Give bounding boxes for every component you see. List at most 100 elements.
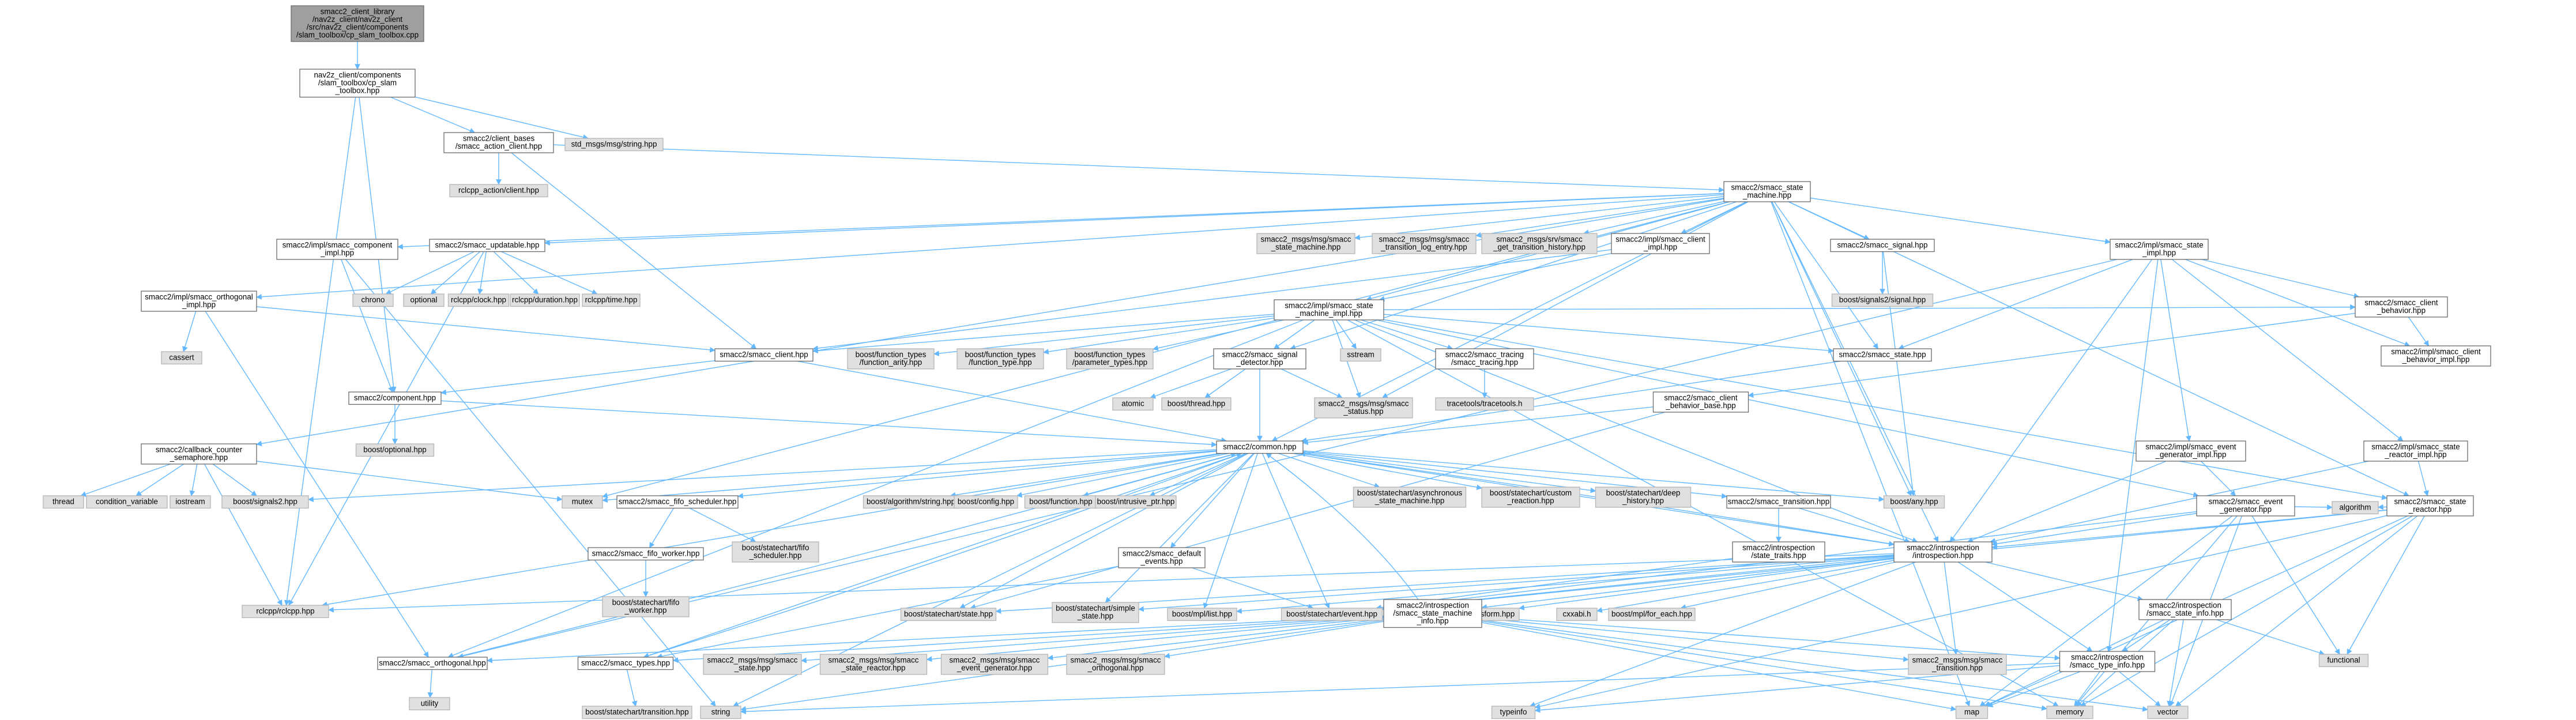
node-default-events[interactable]: smacc2/smacc_default_events.hpp (1118, 547, 1206, 568)
node-tracetools[interactable]: tracetools/tracetools.h (1435, 397, 1534, 411)
node-orthogonal[interactable]: smacc2/smacc_orthogonal.hpp (377, 657, 488, 670)
node-rclcpp-action[interactable]: rclcpp_action/client.hpp (449, 184, 548, 198)
node-client-impl[interactable]: smacc2/impl/smacc_client_impl.hpp (1611, 233, 1710, 254)
node-root[interactable]: smacc2_client_library/nav2z_client/nav2z… (291, 5, 424, 42)
node-sc-fifo-sched[interactable]: boost/statechart/fifo_scheduler.hpp (732, 541, 819, 563)
node-cassert[interactable]: cassert (161, 351, 202, 365)
node-vector[interactable]: vector (2147, 706, 2189, 719)
node-rclcpp-duration[interactable]: rclcpp/duration.hpp (510, 293, 580, 307)
node-msg-evgen[interactable]: smacc2_msgs/msg/smacc_event_generator.hp… (940, 654, 1049, 675)
edge-layer (80, 42, 2430, 715)
node-action-client[interactable]: smacc2/client_bases/smacc_action_client.… (443, 132, 554, 153)
node-rclcpp-hpp[interactable]: rclcpp/rclcpp.hpp (242, 605, 329, 619)
node-label: _get_transition_history.hpp (1493, 243, 1585, 251)
node-functional[interactable]: functional (2318, 654, 2369, 668)
node-mutex[interactable]: mutex (562, 495, 603, 509)
node-msg-transition[interactable]: smacc2_msgs/msg/smacc_transition.hpp (1908, 654, 2007, 675)
edge-common-to-sc-custom (1293, 453, 1482, 491)
node-sc-async[interactable]: boost/statechart/asynchronous_state_mach… (1353, 487, 1467, 508)
node-component-impl[interactable]: smacc2/impl/smacc_component_impl.hpp (276, 239, 398, 260)
node-msg-log[interactable]: smacc2_msgs/msg/smacc_transition_log_ent… (1372, 233, 1477, 254)
node-client-behavior-impl[interactable]: smacc2/impl/smacc_client_behavior_impl.h… (2381, 345, 2491, 367)
node-sc-custom[interactable]: boost/statechart/custom_reaction.hpp (1481, 487, 1580, 508)
node-msg-sm[interactable]: smacc2_msgs/msg/smacc_state_machine.hpp (1256, 233, 1355, 254)
node-mpl-list[interactable]: boost/mpl/list.hpp (1167, 608, 1237, 621)
node-boost-signals2-signal[interactable]: boost/signals2/signal.hpp (1831, 293, 1934, 307)
node-introspection[interactable]: smacc2/introspection/introspection.hpp (1893, 541, 1993, 563)
node-state-reactor-impl[interactable]: smacc2/impl/smacc_state_reactor_impl.hpp (2363, 440, 2468, 462)
node-boost-any[interactable]: boost/any.hpp (1883, 495, 1945, 509)
node-ft-arity[interactable]: boost/function_types/function_arity.hpp (847, 348, 935, 370)
node-boost-thread[interactable]: boost/thread.hpp (1161, 397, 1231, 411)
node-condition-variable[interactable]: condition_variable (86, 495, 168, 509)
edge-sm-info-to-memory (1481, 620, 2047, 711)
node-client-behavior-base[interactable]: smacc2/smacc_client_behavior_base.hpp (1652, 391, 1749, 413)
node-msg-orth[interactable]: smacc2_msgs/msg/smacc_orthogonal.hpp (1066, 654, 1165, 675)
node-sc-event[interactable]: boost/statechart/event.hpp (1281, 608, 1383, 621)
node-fifo-scheduler[interactable]: smacc2/smacc_fifo_scheduler.hpp (616, 495, 739, 509)
node-common[interactable]: smacc2/common.hpp (1216, 440, 1304, 454)
node-types-hpp[interactable]: smacc2/smacc_types.hpp (577, 657, 674, 670)
node-sstream[interactable]: sstream (1340, 348, 1381, 362)
node-tracing[interactable]: smacc2/smacc_tracing/smacc_tracing.hpp (1435, 348, 1534, 370)
node-string[interactable]: string (700, 706, 741, 719)
node-smacc-state[interactable]: smacc2/smacc_state.hpp (1833, 348, 1932, 362)
node-iostream[interactable]: iostream (170, 495, 211, 509)
node-type-info[interactable]: smacc2/introspection/smacc_type_info.hpp (2059, 651, 2156, 672)
node-event-generator-impl[interactable]: smacc2/impl/smacc_event_generator_impl.h… (2136, 440, 2246, 462)
node-sm-impl[interactable]: smacc2/impl/smacc_state_machine_impl.hpp (1274, 299, 1384, 321)
node-atomic[interactable]: atomic (1112, 397, 1154, 411)
node-state-traits[interactable]: smacc2/introspection/state_traits.hpp (1732, 541, 1825, 563)
node-boost-config[interactable]: boost/config.hpp (954, 495, 1018, 509)
node-ft-param[interactable]: boost/function_types/parameter_types.hpp (1066, 348, 1154, 370)
node-sc-fifo-worker[interactable]: boost/statechart/fifo_worker.hpp (602, 596, 690, 617)
node-updatable[interactable]: smacc2/smacc_updatable.hpp (429, 239, 545, 252)
node-transition-hpp[interactable]: smacc2/smacc_transition.hpp (1726, 495, 1831, 509)
node-cp-slam-hpp[interactable]: nav2z_client/components/slam_toolbox/cp_… (299, 69, 416, 98)
node-ft-type[interactable]: boost/function_types/function_type.hpp (956, 348, 1044, 370)
node-signal-hpp[interactable]: smacc2/smacc_signal.hpp (1830, 239, 1935, 252)
node-cxxabi[interactable]: cxxabi.h (1556, 608, 1598, 621)
node-state-reactor[interactable]: smacc2/smacc_state_reactor.hpp (2386, 495, 2474, 517)
node-smacc-client[interactable]: smacc2/smacc_client.hpp (714, 348, 814, 362)
node-component[interactable]: smacc2/component.hpp (348, 391, 442, 405)
node-label: optional (410, 296, 438, 304)
node-msg-reactor[interactable]: smacc2_msgs/msg/smacc_state_reactor.hpp (819, 654, 928, 675)
node-sc-transition[interactable]: boost/statechart/transition.hpp (582, 706, 692, 719)
node-boost-function[interactable]: boost/function.hpp (1024, 495, 1098, 509)
node-utility[interactable]: utility (409, 697, 450, 711)
node-optional[interactable]: optional (403, 293, 445, 307)
node-algorithm[interactable]: algorithm (2332, 501, 2379, 515)
node-rclcpp-time[interactable]: rclcpp/time.hpp (582, 293, 641, 307)
node-srv-hist[interactable]: smacc2_msgs/srv/smacc_get_transition_his… (1481, 233, 1598, 254)
node-memory[interactable]: memory (2046, 706, 2093, 719)
node-boost-algo-string[interactable]: boost/algorithm/string.hpp (863, 495, 959, 509)
node-chrono[interactable]: chrono (352, 293, 394, 307)
node-sc-deep[interactable]: boost/statechart/deep_history.hpp (1595, 487, 1692, 508)
node-client-behavior[interactable]: smacc2/smacc_client_behavior.hpp (2355, 296, 2448, 318)
node-state-impl[interactable]: smacc2/impl/smacc_state_impl.hpp (2110, 239, 2209, 260)
node-state-info[interactable]: smacc2/introspection/smacc_state_info.hp… (2138, 599, 2232, 620)
node-msg-status[interactable]: smacc2_msgs/msg/smacc_status.hpp (1314, 397, 1413, 419)
node-label: boost/statechart/transition.hpp (585, 708, 688, 717)
node-fifo-worker[interactable]: smacc2/smacc_fifo_worker.hpp (587, 547, 704, 561)
node-rclcpp-clock[interactable]: rclcpp/clock.hpp (447, 293, 510, 307)
node-event-generator[interactable]: smacc2/smacc_event_generator.hpp (2196, 495, 2295, 517)
node-boost-intrusive-ptr[interactable]: boost/intrusive_ptr.hpp (1095, 495, 1177, 509)
node-msg-state[interactable]: smacc2_msgs/msg/smacc_state.hpp (703, 654, 802, 675)
node-sm-info[interactable]: smacc2/introspection/smacc_state_machine… (1383, 599, 1482, 628)
node-std-string-msg[interactable]: std_msgs/msg/string.hpp (564, 138, 664, 152)
node-boost-optional[interactable]: boost/optional.hpp (355, 443, 435, 457)
node-sc-simple-state[interactable]: boost/statechart/simple_state.hpp (1052, 602, 1139, 623)
edge-cp-slam-hpp-to-rclcpp-hpp (284, 97, 356, 606)
node-mpl-for-each[interactable]: boost/mpl/for_each.hpp (1608, 608, 1696, 621)
node-orthogonal-impl[interactable]: smacc2/impl/smacc_orthogonal_impl.hpp (141, 291, 257, 312)
node-typeinfo[interactable]: typeinfo (1491, 706, 1536, 719)
node-sc-state[interactable]: boost/statechart/state.hpp (900, 608, 997, 621)
node-boost-signals2[interactable]: boost/signals2.hpp (221, 495, 309, 509)
node-signal-detector[interactable]: smacc2/smacc_signal_detector.hpp (1213, 348, 1306, 370)
node-state-machine[interactable]: smacc2/smacc_state_machine.hpp (1723, 181, 1811, 202)
node-map[interactable]: map (1955, 706, 1989, 719)
node-callback-counter[interactable]: smacc2/callback_counter_semaphore.hpp (141, 443, 257, 465)
node-thread[interactable]: thread (43, 495, 84, 509)
